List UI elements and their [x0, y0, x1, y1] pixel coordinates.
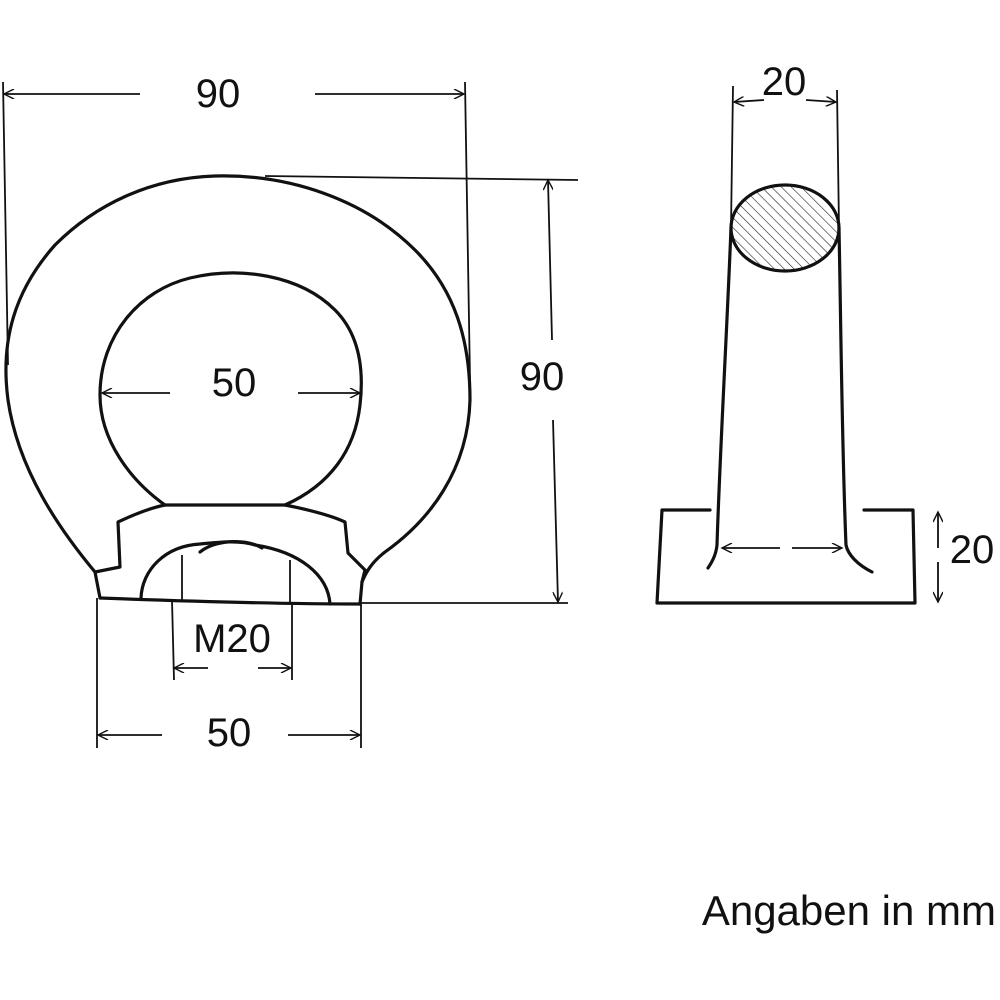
dim-ring-width: 90 — [2, 72, 471, 381]
collar-profile — [93, 503, 367, 584]
label-ring-width: 90 — [196, 72, 241, 116]
label-eye-diameter: 50 — [212, 361, 257, 405]
shank-right — [837, 226, 874, 574]
dim-ring-height: 90 — [264, 175, 579, 604]
dim-collar-height: 20 — [938, 512, 994, 602]
dim-base-width: 50 — [96, 598, 362, 755]
ring-right-foot — [358, 580, 364, 606]
side-view: 20 20 — [655, 60, 994, 605]
thread-bump — [198, 540, 264, 554]
label-ring-height: 90 — [520, 355, 565, 399]
units-note: Angaben in mm — [702, 887, 996, 934]
ring-base-line — [98, 596, 362, 606]
shank-left — [706, 226, 733, 570]
label-collar-height: 20 — [950, 528, 995, 572]
label-thread: M20 — [193, 617, 271, 661]
ring-outer-contour — [4, 174, 472, 584]
dim-section: 20 — [730, 60, 840, 229]
front-view: 90 90 50 M20 5 — [2, 72, 579, 755]
label-section: 20 — [762, 60, 807, 104]
label-base-width: 50 — [207, 711, 252, 755]
dim-eye-diameter: 50 — [102, 361, 360, 405]
section-hatch — [729, 183, 841, 273]
thread-opening — [139, 540, 332, 606]
eye-inner-contour — [98, 271, 363, 507]
collar-block — [655, 508, 917, 605]
ring-left-foot — [93, 570, 102, 600]
dim-thread: M20 — [171, 599, 293, 681]
